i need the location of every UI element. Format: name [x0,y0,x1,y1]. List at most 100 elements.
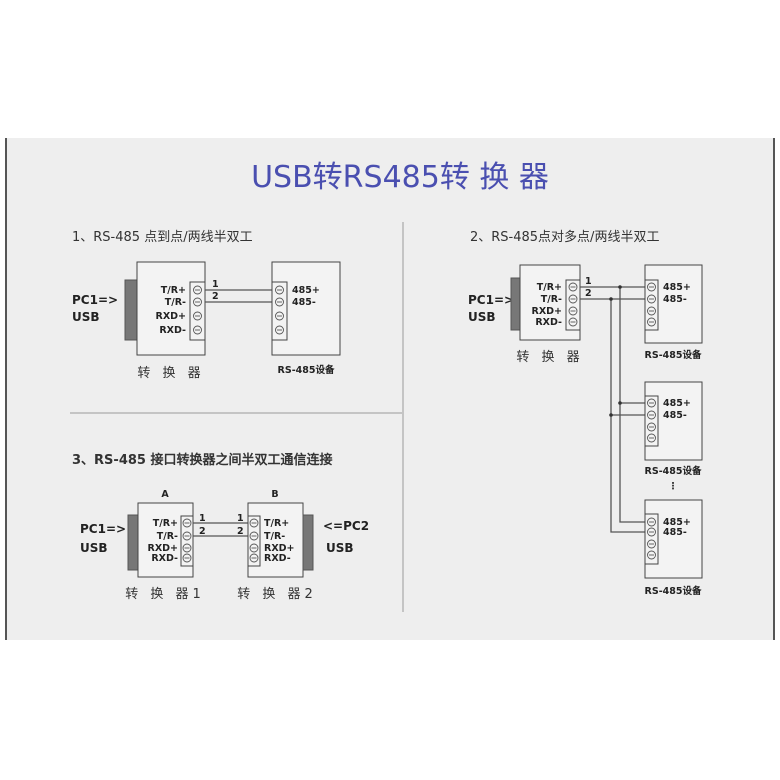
terminal-icon [647,422,656,432]
terminal-icon [647,550,656,560]
section3-heading: 3、RS-485 接口转换器之间半双工通信连接 [72,452,332,468]
terminal-icon [647,517,656,527]
pin-label: RXD+ [532,306,563,317]
pin-label: T/R+ [153,518,178,529]
wire-number: 1 [237,513,244,524]
terminal-icon [193,325,202,335]
terminal-icon [647,527,656,537]
pin-label: T/R- [541,294,562,305]
wire-number: 1 [212,279,219,290]
terminal-icon [182,543,192,553]
converter-b-caption: 转 换 器2 [237,587,317,602]
device-pin-label: 485+ [663,282,691,293]
terminal-icon [182,518,192,528]
device-terminal-block [271,281,288,341]
pin-label: T/R+ [264,518,289,529]
bus-wire-2-drop [610,299,645,533]
pin-label: T/R- [165,297,186,308]
pin-label: RXD+ [156,311,187,322]
pc1-label: PC1=> [80,522,126,536]
converter-terminal-block [565,279,581,331]
pin-label: T/R+ [161,285,186,296]
device-caption: RS-485设备 [645,349,702,361]
page-title: USB转RS485转 换 器 [251,160,549,195]
pin-label: T/R- [157,531,178,542]
rs485-device-box [644,381,703,461]
converter-terminal-block [189,281,206,341]
pc1-label: PC1=> [72,293,118,307]
section-point-to-multipoint: 2、RS-485点对多点/两线半双工 PC1=> USB T/R+ T/R- R… [468,229,703,597]
terminal-icon [249,531,259,541]
terminal-icon [275,311,284,321]
pin-label: RXD- [159,325,186,336]
ellipsis: ⋮ [668,481,678,492]
usb-plug [124,279,138,341]
wire-number: 2 [199,526,206,537]
terminal-icon [249,553,259,563]
terminal-icon [647,317,656,327]
usb-label: USB [80,541,108,555]
device-pin-label: 485+ [292,285,320,296]
section1-heading: 1、RS-485 点到点/两线半双工 [72,230,253,245]
terminal-icon [647,539,656,549]
converter-a-caption: 转 换 器1 [125,587,205,602]
terminal-icon [647,306,656,316]
pin-label: T/R+ [537,282,562,293]
terminal-icon [249,518,259,528]
terminal-icon [275,297,284,307]
pin-label: RXD+ [264,543,295,554]
converter-caption: 转 换 器 [137,366,204,381]
pin-label: RXD- [264,553,291,564]
pin-label: T/R- [264,531,285,542]
usb-label: USB [72,310,100,324]
terminal-icon [182,553,192,563]
wire-number: 2 [585,288,592,299]
device-caption: RS-485设备 [645,465,702,477]
terminal-icon [647,433,656,443]
usb-label: USB [326,541,354,555]
usb-plug [510,277,521,331]
device-pin-label: 485- [663,527,687,538]
terminal-icon [193,297,202,307]
section-converter-to-converter: 3、RS-485 接口转换器之间半双工通信连接 A B PC1=> USB <=… [72,452,369,602]
wire-number: 1 [585,276,592,287]
device-pin-label: 485- [663,294,687,305]
terminal-icon [249,543,259,553]
pc2-label: <=PC2 [323,519,369,533]
usb-plug [127,514,139,571]
device-pin-label: 485+ [663,517,691,528]
device-caption: RS-485设备 [645,585,702,597]
pin-label: RXD- [535,317,562,328]
terminal-icon [193,311,202,321]
terminal-icon [275,285,284,295]
wire-number: 1 [199,513,206,524]
pin-label: RXD- [151,553,178,564]
bus-wire-1-drop [619,287,645,523]
terminal-icon [193,285,202,295]
wire-number: 2 [237,526,244,537]
terminal-icon [568,294,578,304]
device-pin-label: 485- [292,297,316,308]
section-point-to-point: 1、RS-485 点到点/两线半双工 PC1=> USB T/R+ T/R- R… [72,230,341,381]
device-caption: RS-485设备 [278,364,335,376]
converter-caption: 转 换 器 [516,350,583,365]
terminal-icon [275,325,284,335]
terminal-icon [647,398,656,408]
wire-number: 2 [212,291,219,302]
pin-label: RXD+ [148,543,179,554]
usb-label: USB [468,310,496,324]
terminal-icon [568,317,578,327]
box-a-label: A [161,489,169,500]
section2-heading: 2、RS-485点对多点/两线半双工 [470,229,659,245]
terminal-icon [647,410,656,420]
terminal-icon [647,282,656,292]
usb-plug [302,514,314,571]
device-pin-label: 485- [663,410,687,421]
terminal-icon [647,294,656,304]
terminal-icon [568,282,578,292]
device-pin-label: 485+ [663,398,691,409]
terminal-icon [182,531,192,541]
pc1-label: PC1=> [468,293,514,307]
box-b-label: B [271,489,278,500]
